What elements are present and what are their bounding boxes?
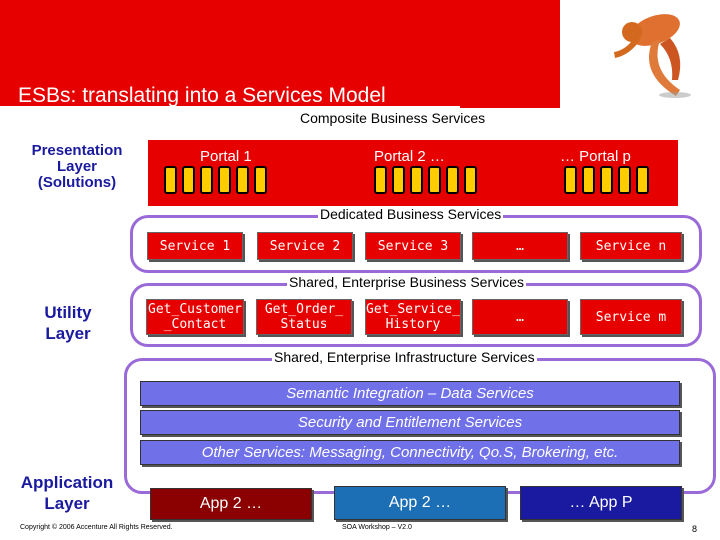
dedicated-label: Dedicated Business Services (318, 206, 504, 222)
portal-bar (254, 166, 267, 194)
shared-business-label: Shared, Enterprise Business Services (287, 274, 526, 290)
app-box-1: App 2 … (150, 488, 312, 520)
service-get-customer-contact: Get_Customer _Contact (146, 299, 244, 335)
service-get-service-history: Get_Service_ History (365, 299, 461, 335)
portal-bar (600, 166, 613, 194)
copyright-text: Copyright © 2006 Accenture All Rights Re… (20, 524, 173, 531)
skater-photo (560, 0, 720, 108)
portal-bar (636, 166, 649, 194)
portal-bar (464, 166, 477, 194)
portal-band: Portal 1 Portal 2 … … Portal p (148, 140, 678, 206)
dedicated-service-ellipsis: … (472, 232, 568, 260)
portal-bar (200, 166, 213, 194)
app-box-2: App 2 … (334, 486, 506, 520)
portal-bar (392, 166, 405, 194)
portal-1-label: Portal 1 (200, 148, 252, 165)
utility-layer-label: Utility Layer (44, 303, 92, 343)
app-box-p: … App P (520, 486, 682, 520)
portal-bar (164, 166, 177, 194)
portal-bar (182, 166, 195, 194)
shared-service-ellipsis: … (472, 299, 568, 335)
title-underline (0, 106, 460, 108)
page-title: ESBs: translating into a Services Model (18, 84, 386, 107)
service-get-order-status: Get_Order_ Status (256, 299, 352, 335)
dedicated-service-n: Service n (580, 232, 682, 260)
composite-label: Composite Business Services (300, 110, 486, 126)
presentation-layer-label: Presentation Layer (Solutions) (31, 142, 123, 191)
workshop-text: SOA Workshop – V2.0 (342, 524, 412, 531)
portal-bar (410, 166, 423, 194)
portal-1-bars (164, 166, 267, 194)
portal-bar (618, 166, 631, 194)
portal-bar (236, 166, 249, 194)
portal-p-bars (564, 166, 649, 194)
semantic-integration-bar: Semantic Integration – Data Services (140, 381, 680, 406)
dedicated-service-1: Service 1 (147, 232, 243, 260)
security-entitlement-bar: Security and Entitlement Services (140, 410, 680, 435)
portal-2-bars (374, 166, 477, 194)
portal-bar (582, 166, 595, 194)
portal-p-label: … Portal p (560, 148, 631, 165)
dedicated-service-3: Service 3 (365, 232, 461, 260)
portal-bar (446, 166, 459, 194)
dedicated-service-2: Service 2 (257, 232, 353, 260)
other-services-bar: Other Services: Messaging, Connectivity,… (140, 440, 680, 465)
application-layer-label: Application Layer (20, 473, 114, 513)
portal-bar (374, 166, 387, 194)
shared-service-m: Service m (580, 299, 682, 335)
infrastructure-label: Shared, Enterprise Infrastructure Servic… (272, 349, 537, 365)
portal-2-label: Portal 2 … (374, 148, 445, 165)
portal-bar (218, 166, 231, 194)
portal-bar (564, 166, 577, 194)
page-number: 8 (692, 524, 698, 534)
portal-bar (428, 166, 441, 194)
